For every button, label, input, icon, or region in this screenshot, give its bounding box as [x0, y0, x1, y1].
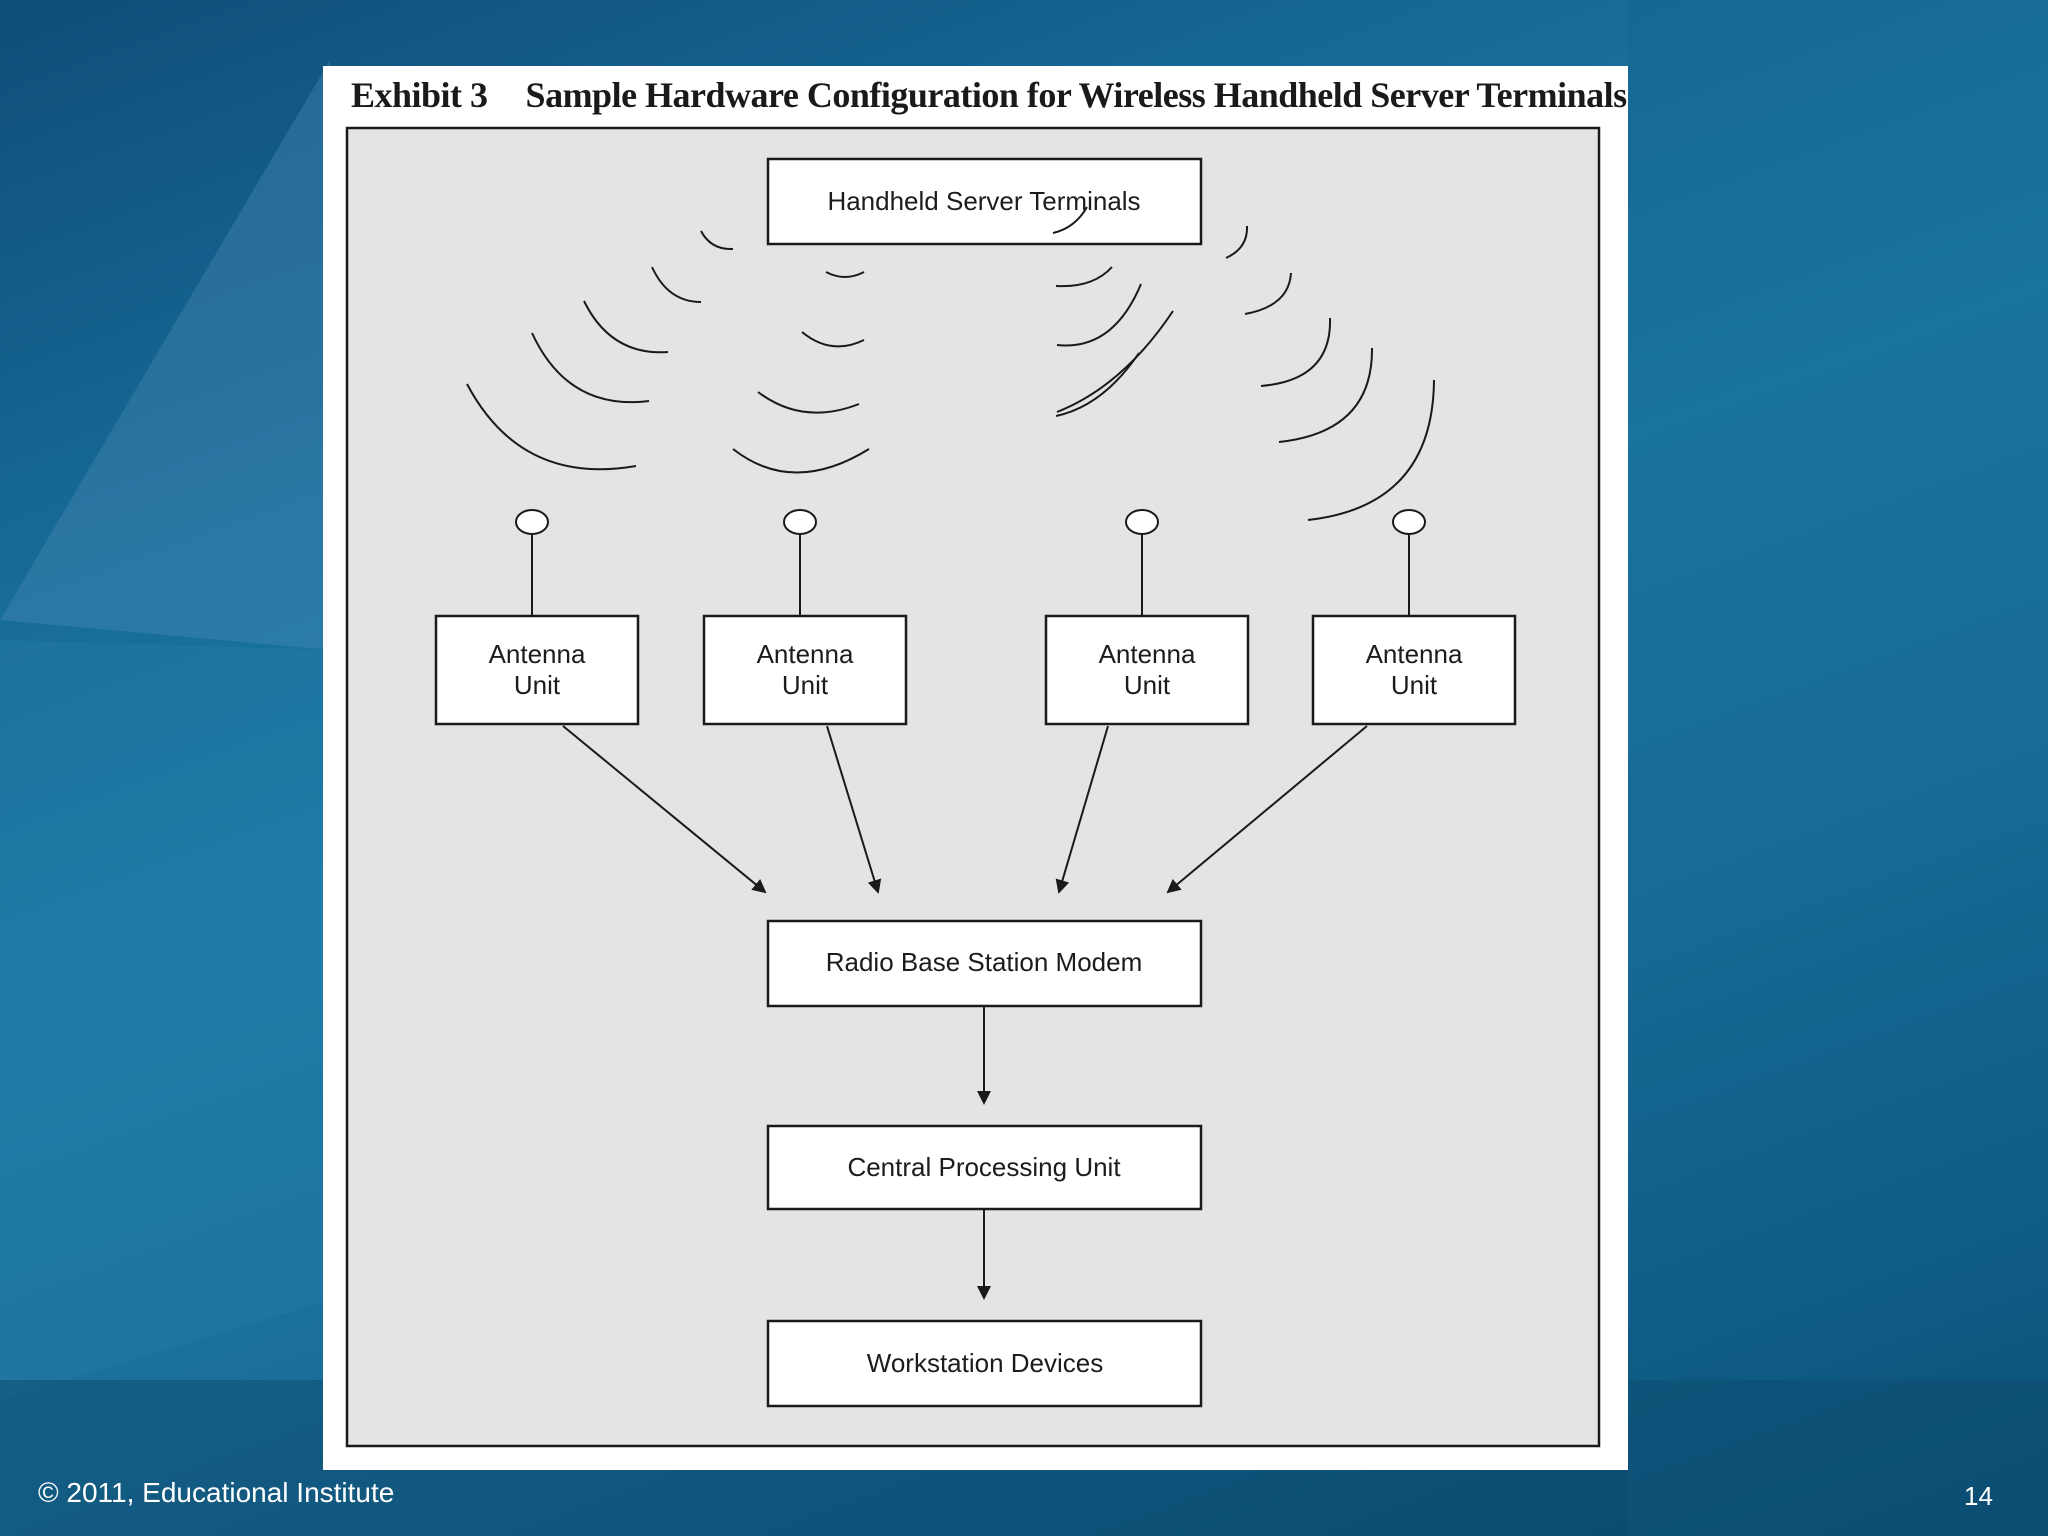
arrow-antenna-4-to-modem [1166, 725, 1368, 894]
exhibit-panel: Exhibit 3 Sample Hardware Configuration f… [323, 66, 1628, 1470]
hardware-diagram: Handheld Server Terminals [345, 126, 1601, 1448]
antenna-to-modem-arrows [562, 725, 1368, 894]
modem-label: Radio Base Station Modem [826, 947, 1143, 977]
antenna-unit-2-line2: Unit [782, 670, 829, 700]
exhibit-title-text: Sample Hardware Configuration for Wirele… [525, 75, 1628, 115]
radio-waves-2 [732, 271, 870, 474]
antenna-unit-1-line2: Unit [514, 670, 561, 700]
modem-node: Radio Base Station Modem [766, 919, 1203, 1008]
radio-waves-1 [466, 230, 734, 471]
page-number: 14 [1964, 1481, 1993, 1511]
exhibit-title: Exhibit 3 Sample Hardware Configuration f… [351, 74, 1627, 116]
radio-waves-4 [1225, 225, 1435, 521]
antenna-unit-4: Antenna Unit [1311, 614, 1517, 726]
exhibit-number: Exhibit 3 [351, 75, 488, 115]
antenna-unit-1-line1: Antenna [489, 639, 586, 669]
cpu-node: Central Processing Unit [766, 1124, 1203, 1211]
radio-waves-3 [1052, 206, 1174, 417]
antenna-unit-3-line1: Antenna [1099, 639, 1196, 669]
workstations-node: Workstation Devices [766, 1319, 1203, 1408]
antenna-3 [1125, 509, 1159, 616]
copyright-text: © 2011, Educational Institute [38, 1477, 395, 1508]
terminals-label: Handheld Server Terminals [827, 186, 1140, 216]
antenna-1 [515, 509, 549, 616]
antenna-unit-4-line1: Antenna [1366, 639, 1463, 669]
terminals-node: Handheld Server Terminals [766, 157, 1203, 246]
antenna-2 [783, 509, 817, 616]
antenna-4 [1392, 509, 1426, 616]
diagram-frame [345, 126, 1601, 1448]
antenna-unit-1: Antenna Unit [434, 614, 640, 726]
antenna-unit-4-line2: Unit [1391, 670, 1438, 700]
antenna-unit-2-line1: Antenna [757, 639, 854, 669]
cpu-label: Central Processing Unit [847, 1152, 1121, 1182]
arrow-antenna-3-to-modem [1055, 725, 1109, 894]
antenna-unit-3-line2: Unit [1124, 670, 1171, 700]
workstations-label: Workstation Devices [867, 1348, 1104, 1378]
arrow-antenna-1-to-modem [562, 725, 767, 894]
arrow-antenna-2-to-modem [826, 725, 882, 894]
antenna-unit-2: Antenna Unit [702, 614, 908, 726]
antenna-unit-3: Antenna Unit [1044, 614, 1250, 726]
